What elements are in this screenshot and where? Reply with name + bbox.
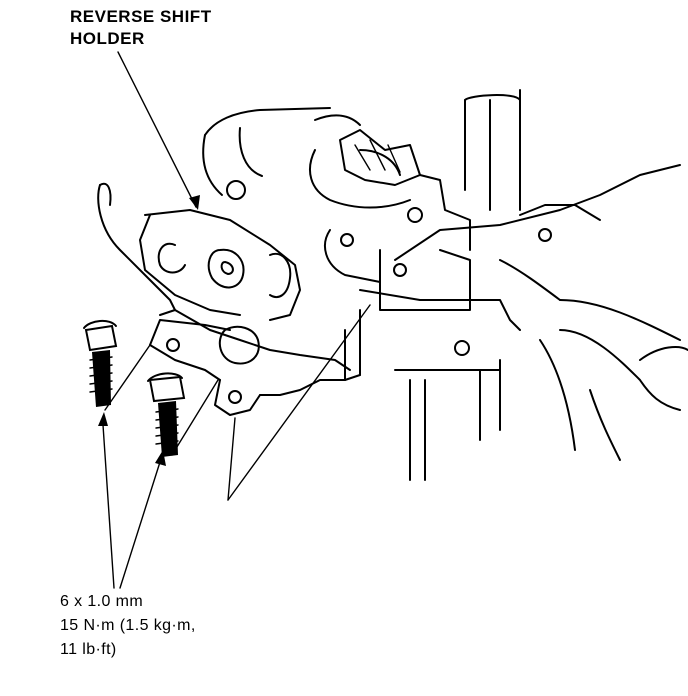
torque-value: 15 N·m (1.5 kg·m, — [60, 617, 196, 634]
torque-imperial: 11 lb·ft) — [60, 641, 117, 658]
transmission-housing — [202, 89, 688, 481]
bolt-upper — [83, 320, 118, 407]
label-line-1: REVERSE SHIFT — [70, 7, 212, 26]
reverse-shift-holder-label: REVERSE SHIFT HOLDER — [70, 6, 212, 50]
bolt-lower — [147, 372, 186, 457]
bolt-size: 6 x 1.0 mm — [60, 593, 144, 610]
reverse-shift-holder — [97, 182, 361, 416]
label-line-2: HOLDER — [70, 29, 145, 48]
leader-lines — [98, 51, 371, 589]
bolt-torque-spec: 6 x 1.0 mm 15 N·m (1.5 kg·m, 11 lb·ft) — [60, 590, 196, 662]
